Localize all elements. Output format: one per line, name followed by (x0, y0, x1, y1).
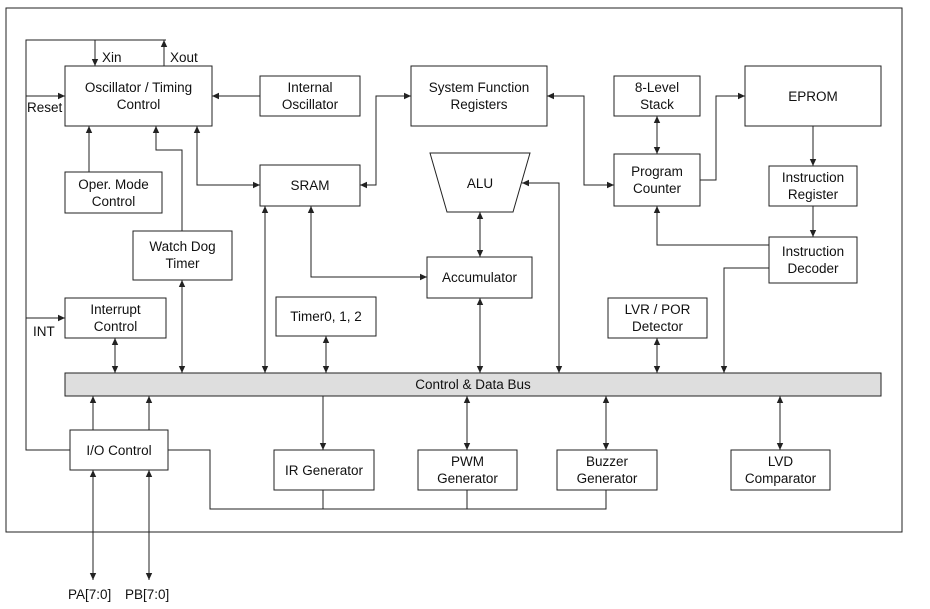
sram-block: SRAM (259, 164, 361, 207)
io-label: I/O Control (86, 443, 151, 458)
wdt-label-line1: Watch Dog (149, 239, 215, 254)
osc-label-line1: Oscillator / Timing (85, 80, 192, 95)
watch-dog-timer-block: Watch Dog Timer (132, 230, 233, 281)
stack-block: 8-Level Stack (613, 75, 701, 117)
pb-port-label: PB[7:0] (125, 587, 169, 602)
internal-oscillator-block: Internal Oscillator (259, 75, 361, 117)
pwm-label-line2: Generator (437, 471, 498, 486)
pa-port-label: PA[7:0] (68, 587, 111, 602)
buzzer-label-line2: Generator (577, 471, 638, 486)
buzzer-label-line1: Buzzer (586, 454, 629, 469)
osc-label-line2: Control (117, 97, 161, 112)
pwm-label-line1: PWM (451, 454, 484, 469)
connection-wires (25, 39, 817, 580)
idec-label-line2: Decoder (787, 261, 839, 276)
interrupt-control-block: Interrupt Control (64, 297, 167, 339)
instruction-decoder-block: Instruction Decoder (768, 236, 858, 284)
sram-label: SRAM (290, 178, 329, 193)
ir-label: IR Generator (285, 463, 364, 478)
ireg-label-line1: Instruction (782, 170, 844, 185)
reset-label: Reset (27, 100, 63, 115)
lvr-por-detector-block: LVR / POR Detector (607, 297, 708, 339)
opmode-label-line2: Control (92, 194, 136, 209)
timer-block: Timer0, 1, 2 (275, 296, 377, 337)
xin-label: Xin (102, 50, 122, 65)
timer-label: Timer0, 1, 2 (290, 309, 362, 324)
lvd-label-line1: LVD (768, 454, 794, 469)
eprom-block: EPROM (744, 65, 882, 127)
idec-bus-wire (720, 267, 769, 373)
bus-label: Control & Data Bus (415, 377, 531, 392)
ireg-label-line2: Register (788, 187, 839, 202)
sram-sfr-wire (360, 92, 411, 189)
instruction-register-block: Instruction Register (768, 165, 858, 207)
sfr-label-line2: Registers (450, 97, 507, 112)
system-function-registers-block: System Function Registers (410, 65, 548, 127)
lvd-comparator-block: LVD Comparator (730, 449, 831, 491)
intc-label-line1: Interrupt (90, 302, 141, 317)
outer-frame (5, 7, 903, 533)
lvr-label-line1: LVR / POR (625, 302, 691, 317)
ir-generator-block: IR Generator (273, 449, 375, 491)
sfr-pc-wire (547, 92, 614, 189)
wdt-to-osc-wire (152, 126, 183, 231)
oper-mode-control-block: Oper. Mode Control (64, 171, 163, 214)
pc-label-line1: Program (631, 164, 683, 179)
pwm-generator-block: PWM Generator (417, 449, 518, 491)
idec-pc-wire (653, 206, 769, 246)
xout-label: Xout (170, 50, 198, 65)
intosc-label-line2: Oscillator (282, 97, 339, 112)
intc-label-line2: Control (94, 319, 138, 334)
intosc-label-line1: Internal (287, 80, 332, 95)
sfr-label-line1: System Function (429, 80, 530, 95)
oscillator-timing-control-block: Oscillator / Timing Control (64, 65, 213, 127)
osc-sram-wire (193, 126, 260, 189)
gen-io-wire (168, 449, 607, 510)
wdt-label-line2: Timer (166, 256, 200, 271)
acc-label: Accumulator (442, 270, 518, 285)
alu-bus-wire (522, 179, 563, 373)
idec-label-line1: Instruction (782, 244, 844, 259)
stack-label-line2: Stack (640, 97, 674, 112)
sram-acc-wire (307, 206, 427, 281)
accumulator-block: Accumulator (426, 256, 533, 299)
lvr-label-line2: Detector (632, 319, 684, 334)
control-data-bus: Control & Data Bus (64, 372, 882, 397)
io-control-block: I/O Control (69, 429, 169, 471)
pc-label-line2: Counter (633, 181, 682, 196)
lvd-label-line2: Comparator (745, 471, 817, 486)
alu-label: ALU (467, 176, 493, 191)
pc-eprom-wire (700, 92, 745, 181)
stack-label-line1: 8-Level (635, 80, 679, 95)
eprom-label: EPROM (788, 89, 838, 104)
opmode-label-line1: Oper. Mode (78, 177, 149, 192)
buzzer-generator-block: Buzzer Generator (556, 449, 658, 491)
int-label: INT (33, 324, 55, 339)
alu-block: ALU (429, 152, 531, 213)
program-counter-block: Program Counter (613, 153, 701, 207)
